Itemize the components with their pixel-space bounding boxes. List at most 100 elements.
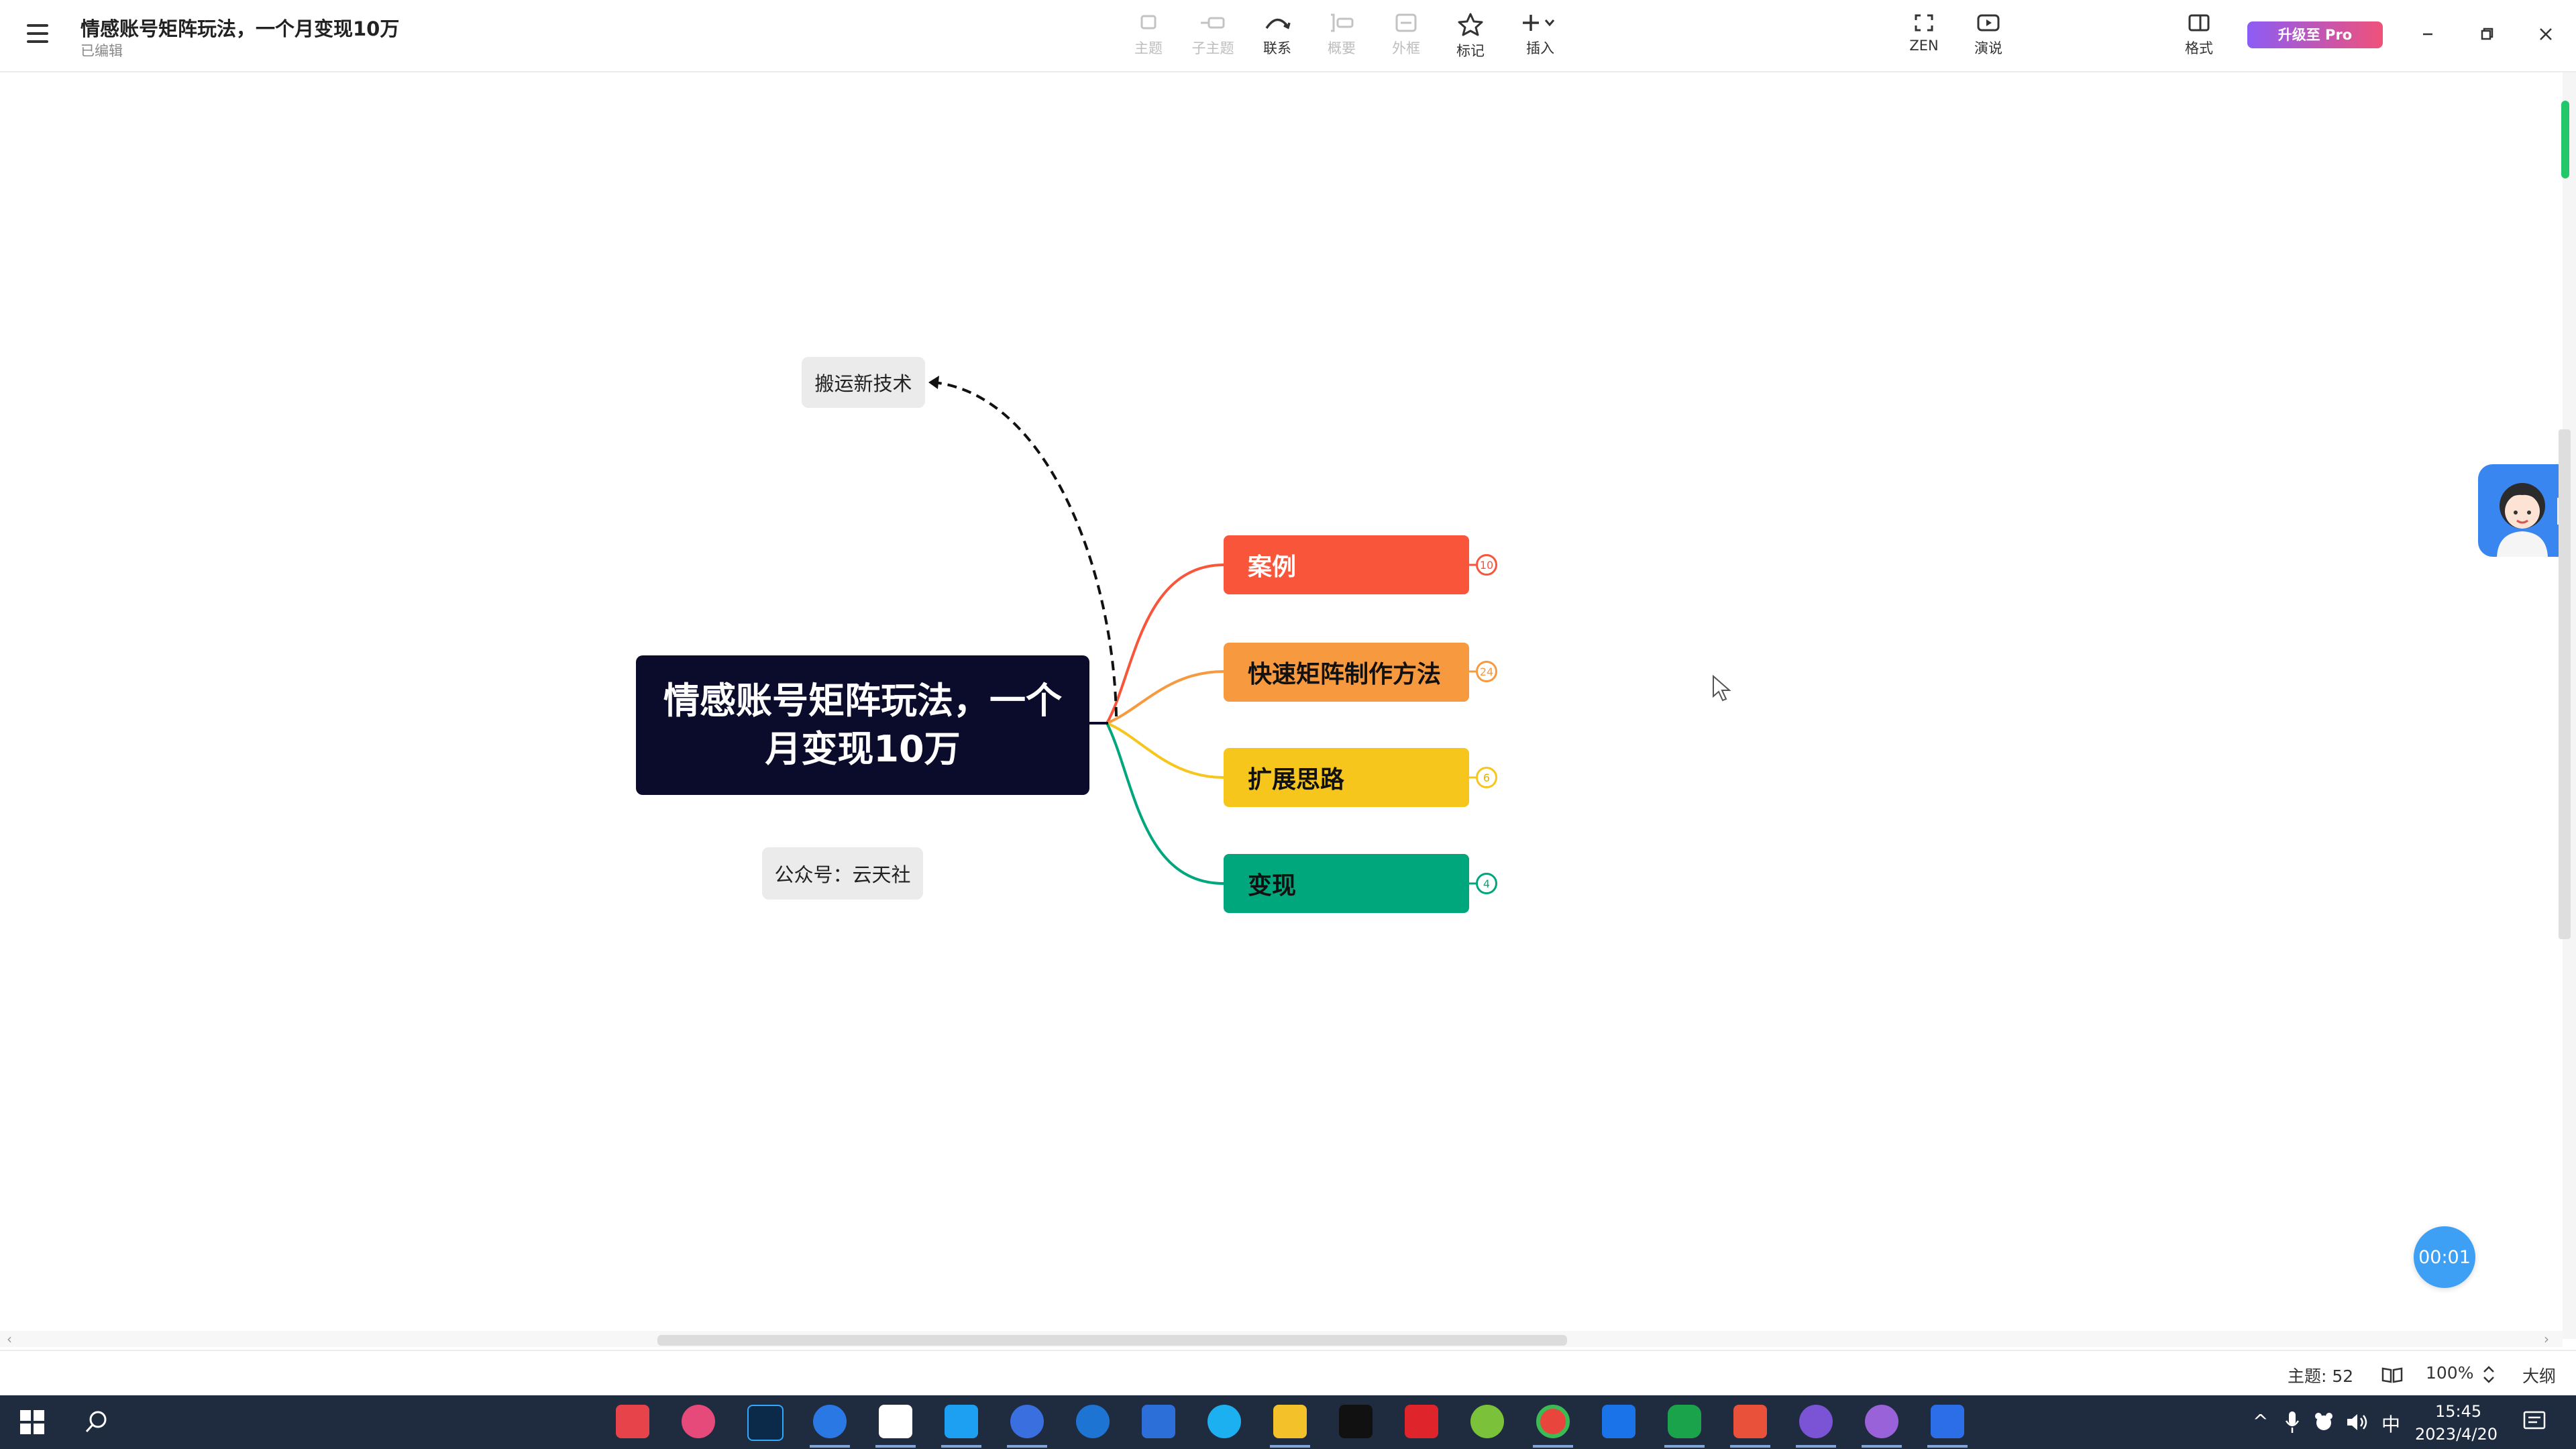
- file-explorer-icon[interactable]: [1273, 1405, 1307, 1438]
- close-icon[interactable]: [2528, 17, 2564, 51]
- taskbar-app-icon[interactable]: [813, 1405, 847, 1438]
- collapse-count-badge[interactable]: 4: [1476, 873, 1497, 894]
- search-icon[interactable]: [83, 1409, 110, 1436]
- topic-label: 主题: [1134, 40, 1163, 56]
- edge-browser-icon[interactable]: [1076, 1405, 1110, 1438]
- minimize-icon[interactable]: [2410, 17, 2446, 51]
- topic-icon: [1140, 15, 1157, 30]
- windows-start-icon[interactable]: [19, 1409, 46, 1436]
- recording-timer[interactable]: 00:01: [2414, 1226, 2475, 1288]
- mindmap-canvas[interactable]: 情感账号矩阵玩法，一个月变现10万 搬运新技术 公众号：云天社 案例 快速矩阵制…: [0, 72, 2563, 1339]
- clock-time[interactable]: 15:45: [2435, 1402, 2482, 1421]
- taskbar-app-icon[interactable]: [945, 1405, 978, 1438]
- outline-button[interactable]: 大纲: [2522, 1366, 2557, 1386]
- branch-line-2: [1106, 722, 1224, 779]
- tray-chevron-icon[interactable]: ^: [2253, 1410, 2269, 1432]
- boundary-label: 外框: [1392, 40, 1420, 56]
- summary-label: 概要: [1328, 40, 1356, 56]
- fullscreen-icon: [1915, 14, 1933, 32]
- collapse-count-badge[interactable]: 24: [1476, 661, 1497, 682]
- summary-button[interactable]: 概要: [1309, 9, 1374, 64]
- zoom-stepper-icon[interactable]: [2481, 1363, 2497, 1386]
- marker-label: 标记: [1456, 43, 1485, 59]
- tray-app-icon[interactable]: [2313, 1411, 2334, 1433]
- taskbar-app-icon[interactable]: [1208, 1405, 1241, 1438]
- youdao-icon[interactable]: [1405, 1405, 1438, 1438]
- clock-date[interactable]: 2023/4/20: [2415, 1425, 2498, 1444]
- plus-icon: [1523, 15, 1555, 31]
- microphone-icon[interactable]: [2285, 1410, 2300, 1434]
- star-icon: [1458, 13, 1483, 36]
- present-button[interactable]: 演说: [1956, 9, 2021, 64]
- relationship-label: 联系: [1263, 40, 1291, 56]
- capcut-icon[interactable]: [1339, 1405, 1373, 1438]
- present-label: 演说: [1974, 40, 2002, 56]
- summary-icon: [1331, 13, 1354, 32]
- title-toolbar: 情感账号矩阵玩法，一个月变现10万 已编辑 主题 子主题 联系 概要 外框 标记…: [0, 0, 2576, 72]
- chrome-icon[interactable]: [1536, 1405, 1570, 1438]
- branch-topic-cases[interactable]: 案例: [1224, 535, 1469, 594]
- topic-button[interactable]: 主题: [1116, 9, 1181, 64]
- insert-label: 插入: [1526, 40, 1554, 56]
- insert-button[interactable]: 插入: [1508, 9, 1572, 64]
- volume-icon[interactable]: [2345, 1411, 2368, 1433]
- subtopic-button[interactable]: 子主题: [1181, 9, 1245, 64]
- ime-indicator[interactable]: 中: [2381, 1413, 2401, 1436]
- word-icon[interactable]: [1931, 1405, 1964, 1438]
- book-icon[interactable]: [2380, 1366, 2404, 1385]
- xmind-icon[interactable]: [1733, 1405, 1767, 1438]
- boundary-button[interactable]: 外框: [1374, 9, 1438, 64]
- boundary-icon: [1395, 13, 1417, 32]
- document-status: 已编辑: [80, 43, 123, 59]
- taskbar-app-icon[interactable]: [682, 1405, 715, 1438]
- taskbar-app-icon[interactable]: [616, 1405, 649, 1438]
- relationship-button[interactable]: 联系: [1245, 9, 1309, 64]
- vertical-scroll-thumb[interactable]: [2559, 429, 2571, 939]
- taskbar-app-icon[interactable]: [1470, 1405, 1504, 1438]
- document-title: 情感账号矩阵玩法，一个月变现10万: [80, 17, 400, 40]
- photoshop-icon[interactable]: [747, 1405, 784, 1441]
- branch-topic-matrix-method[interactable]: 快速矩阵制作方法: [1224, 643, 1469, 702]
- mouse-cursor-icon: [1713, 675, 1731, 702]
- floating-topic-top[interactable]: 搬运新技术: [802, 357, 925, 408]
- play-icon: [1977, 14, 2000, 32]
- topic-count: 主题: 52: [2288, 1366, 2354, 1386]
- format-label: 格式: [2185, 40, 2213, 56]
- hamburger-menu-icon[interactable]: [24, 20, 51, 47]
- collapse-count-badge[interactable]: 10: [1476, 554, 1497, 576]
- windows-taskbar: ^ 中 15:45 2023/4/20: [0, 1395, 2576, 1449]
- upgrade-pro-button[interactable]: 升级至 Pro: [2247, 21, 2383, 48]
- marker-button[interactable]: 标记: [1438, 9, 1503, 64]
- panel-icon: [2188, 14, 2210, 32]
- scroll-left-icon[interactable]: ‹: [7, 1331, 12, 1347]
- relationship-arrow[interactable]: [933, 381, 1118, 717]
- branch-line-3: [1106, 722, 1224, 885]
- taskbar-app-icon[interactable]: [1799, 1405, 1833, 1438]
- floating-topic-bottom[interactable]: 公众号：云天社: [762, 847, 923, 900]
- branch-line-0: [1106, 564, 1224, 724]
- taskbar-app-icon[interactable]: [1865, 1405, 1898, 1438]
- taskbar-app-icon[interactable]: [1668, 1405, 1701, 1438]
- taskbar-app-icon[interactable]: [1142, 1405, 1175, 1438]
- taskbar-app-icon[interactable]: [1602, 1405, 1635, 1438]
- subtopic-label: 子主题: [1191, 40, 1234, 56]
- restore-icon[interactable]: [2469, 17, 2505, 51]
- taskbar-app-icon[interactable]: [1010, 1405, 1044, 1438]
- subtopic-icon: [1201, 17, 1225, 29]
- status-bar: 主题: 52 100% 大纲: [0, 1350, 2576, 1397]
- relationship-icon: [1265, 18, 1291, 30]
- branch-topic-expand-ideas[interactable]: 扩展思路: [1224, 748, 1469, 807]
- scroll-right-icon[interactable]: ›: [2544, 1331, 2549, 1347]
- zen-mode-button[interactable]: ZEN: [1892, 9, 1956, 64]
- zoom-level[interactable]: 100%: [2426, 1363, 2474, 1383]
- scroll-position-indicator: [2561, 101, 2569, 178]
- branch-line-1: [1106, 670, 1224, 724]
- branch-topic-monetize[interactable]: 变现: [1224, 854, 1469, 913]
- format-panel-button[interactable]: 格式: [2167, 9, 2231, 64]
- notification-icon[interactable]: [2522, 1410, 2549, 1434]
- zen-label: ZEN: [1909, 38, 1939, 54]
- horizontal-scroll-thumb[interactable]: [657, 1335, 1567, 1346]
- taskbar-app-icon[interactable]: [879, 1405, 912, 1438]
- central-topic[interactable]: 情感账号矩阵玩法，一个月变现10万: [636, 655, 1089, 795]
- collapse-count-badge[interactable]: 6: [1476, 767, 1497, 788]
